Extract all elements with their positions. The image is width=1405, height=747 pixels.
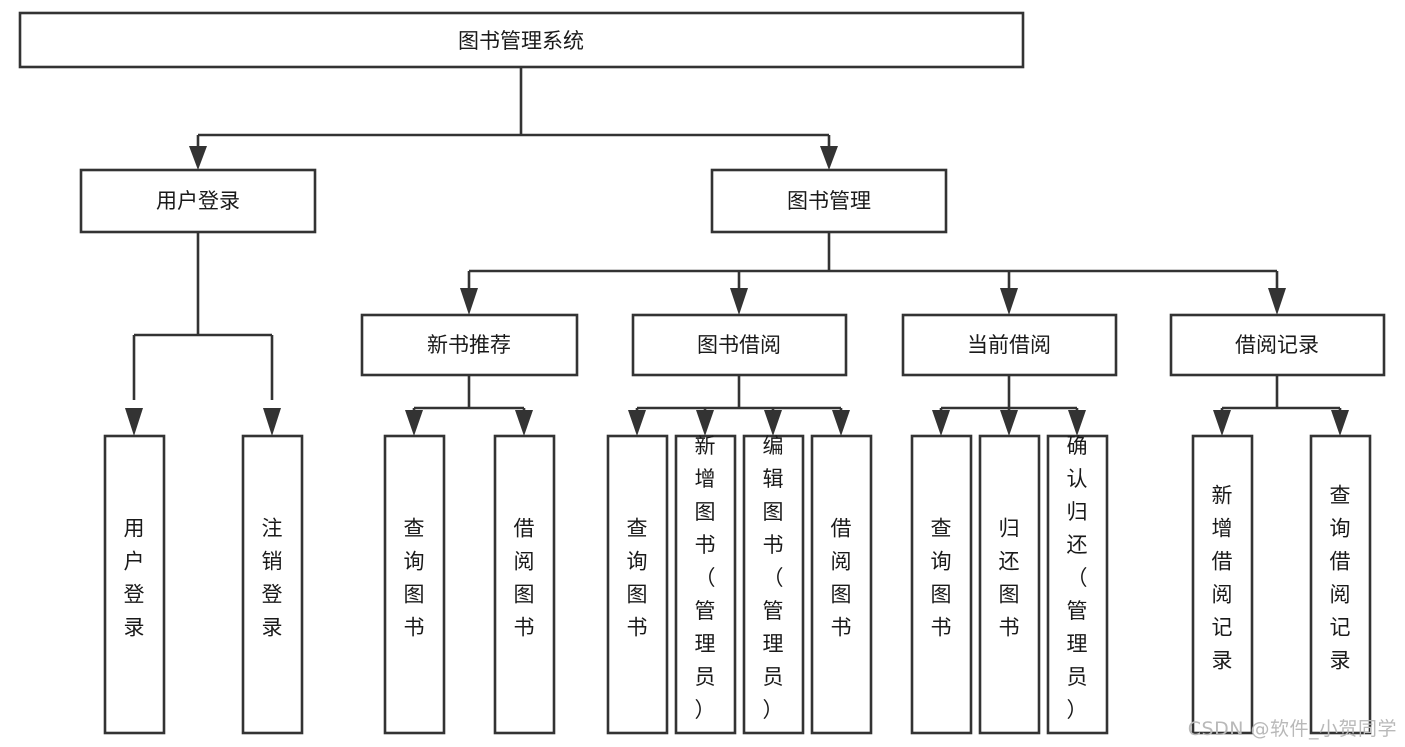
leaf-new-book-1-label: 查询图书 (404, 517, 425, 640)
arrowhead-new-book (460, 288, 478, 315)
node-root-box[interactable] (18, 11, 1025, 69)
leaf-current-borrow-1-label: 查询图书 (931, 517, 952, 640)
arrowhead-user-login (189, 146, 207, 170)
node-user-login-box[interactable] (79, 168, 317, 234)
node-borrow-record-box[interactable] (1169, 313, 1386, 377)
leaf-book-borrow-3-box[interactable] (742, 434, 805, 735)
node-root-label: 图书管理系统 (458, 29, 584, 53)
leaf-borrow-record-1-box[interactable] (1191, 434, 1254, 735)
arrowhead-borrowrecord-leaf-2 (1331, 410, 1349, 436)
leaf-new-book-1-box[interactable] (383, 434, 446, 735)
leaf-book-borrow-1[interactable]: 查询图书 (606, 434, 669, 735)
node-book-borrow-box[interactable] (631, 313, 848, 377)
node-user-login-label: 用户登录 (156, 189, 240, 213)
node-new-book-recommend-box[interactable] (360, 313, 579, 377)
arrowhead-currentborrow-leaf-2 (1000, 410, 1018, 436)
leaf-new-book-2-label: 借阅图书 (514, 517, 535, 640)
arrowhead-currentborrow-leaf-1 (932, 410, 950, 436)
node-new-book-recommend-label: 新书推荐 (427, 333, 511, 357)
leaf-user-login-2-label: 注销登录 (262, 517, 283, 640)
leaf-new-book-2[interactable]: 借阅图书 (493, 434, 556, 735)
node-user-login[interactable]: 用户登录 (79, 168, 317, 234)
leaf-user-login-2-box[interactable] (241, 434, 304, 735)
leaf-borrow-record-2[interactable]: 查询借阅记录 (1309, 434, 1372, 735)
leaf-borrow-record-1[interactable]: 新增借阅记录 (1191, 434, 1254, 735)
node-book-manage-box[interactable] (710, 168, 948, 234)
leaf-current-borrow-1[interactable]: 查询图书 (910, 434, 973, 735)
leaf-user-login-1-box[interactable] (103, 434, 166, 735)
node-root[interactable]: 图书管理系统 (18, 11, 1025, 69)
leaf-current-borrow-2[interactable]: 归还图书 (978, 434, 1041, 735)
node-new-book-recommend[interactable]: 新书推荐 (360, 313, 579, 377)
leaf-book-borrow-4[interactable]: 借阅图书 (810, 434, 873, 735)
leaf-current-borrow-3-box[interactable] (1046, 434, 1109, 735)
arrowhead-book-manage (820, 146, 838, 170)
arrowhead-bookborrow-leaf-2 (696, 410, 714, 436)
node-borrow-record[interactable]: 借阅记录 (1169, 313, 1386, 377)
node-borrow-record-label: 借阅记录 (1235, 333, 1319, 357)
leaf-book-borrow-4-label: 借阅图书 (831, 517, 852, 640)
leaf-current-borrow-2-box[interactable] (978, 434, 1041, 735)
leaf-book-borrow-3-label: 编辑图书（管理员） (763, 434, 784, 722)
leaf-borrow-record-2-box[interactable] (1309, 434, 1372, 735)
leaf-user-login-2[interactable]: 注销登录 (241, 434, 304, 735)
leaf-current-borrow-3-label: 确认归还（管理员） (1067, 434, 1088, 722)
node-current-borrow-label: 当前借阅 (967, 333, 1051, 357)
leaf-new-book-2-box[interactable] (493, 434, 556, 735)
leaf-book-borrow-1-label: 查询图书 (627, 517, 648, 640)
arrowhead-borrow-record (1268, 288, 1286, 315)
node-book-borrow[interactable]: 图书借阅 (631, 313, 848, 377)
leaf-book-borrow-2-box[interactable] (674, 434, 737, 735)
leaf-book-borrow-1-box[interactable] (606, 434, 669, 735)
arrowhead-bookborrow-leaf-3 (764, 410, 782, 436)
leaf-book-borrow-3[interactable]: 编辑图书（管理员） (742, 434, 805, 735)
connector-layer (125, 67, 1349, 436)
node-current-borrow[interactable]: 当前借阅 (901, 313, 1118, 377)
arrowhead-book-borrow (730, 288, 748, 315)
leaf-book-borrow-2[interactable]: 新增图书（管理员） (674, 434, 737, 735)
arrowhead-current-borrow (1000, 288, 1018, 315)
node-book-borrow-label: 图书借阅 (697, 333, 781, 357)
arrowhead-currentborrow-leaf-3 (1068, 410, 1086, 436)
leaf-borrow-record-2-label: 查询借阅记录 (1330, 484, 1351, 673)
leaf-current-borrow-3[interactable]: 确认归还（管理员） (1046, 434, 1109, 735)
leaf-current-borrow-2-label: 归还图书 (999, 517, 1020, 640)
leaf-borrow-record-1-label: 新增借阅记录 (1212, 484, 1233, 673)
node-book-manage-label: 图书管理 (787, 189, 871, 213)
arrowhead-bookborrow-leaf-4 (832, 410, 850, 436)
leaf-book-borrow-4-box[interactable] (810, 434, 873, 735)
arrowhead-leaf-user-login (125, 408, 143, 436)
leaf-new-book-1[interactable]: 查询图书 (383, 434, 446, 735)
arrowhead-newbook-leaf-2 (515, 410, 533, 436)
leaf-current-borrow-1-box[interactable] (910, 434, 973, 735)
arrowhead-bookborrow-leaf-1 (628, 410, 646, 436)
leaf-book-borrow-2-label: 新增图书（管理员） (695, 434, 716, 722)
node-book-manage[interactable]: 图书管理 (710, 168, 948, 234)
node-current-borrow-box[interactable] (901, 313, 1118, 377)
arrowhead-leaf-logout (263, 408, 281, 436)
arrowhead-borrowrecord-leaf-1 (1213, 410, 1231, 436)
leaf-user-login-1[interactable]: 用户登录 (103, 434, 166, 735)
arrowhead-newbook-leaf-1 (405, 410, 423, 436)
leaf-user-login-1-label: 用户登录 (124, 517, 145, 640)
